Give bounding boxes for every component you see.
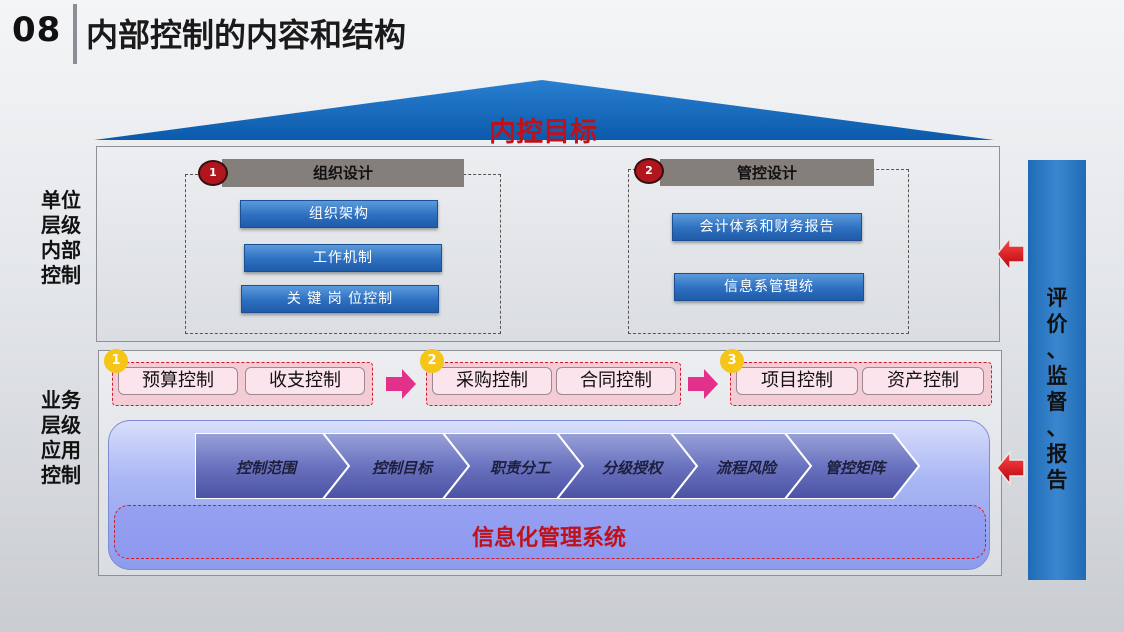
business-label-line: 控制 xyxy=(41,463,81,487)
roof-triangle xyxy=(94,80,994,140)
unit-label-line: 层级 xyxy=(41,213,81,237)
chevron-label-duties: 职责分工 xyxy=(489,459,550,477)
chevron-shape-6 xyxy=(783,433,920,499)
info-system-label: 信息化管理系统 xyxy=(471,526,626,551)
arrow-right-icon xyxy=(386,369,416,399)
business-label-line: 业务 xyxy=(41,388,81,412)
org-item-structure: 组织架构 xyxy=(240,200,438,228)
chevron-shape-4 xyxy=(555,433,699,499)
pill-procurement-control: 采购控制 xyxy=(432,367,552,395)
unit-label-line: 单位 xyxy=(41,188,81,212)
control-item-accounting: 会计体系和财务报告 xyxy=(672,213,862,241)
evaluation-bar xyxy=(1028,160,1086,580)
group-1-number: 1 xyxy=(104,349,128,373)
control-design-box xyxy=(628,169,909,334)
header-divider xyxy=(73,4,77,64)
chevron-label-authorization: 分级授权 xyxy=(601,459,662,477)
group-3-number: 3 xyxy=(720,349,744,373)
org-design-header: 组织设计 xyxy=(222,159,464,187)
control-design-number: 2 xyxy=(634,158,664,184)
business-label-line: 层级 xyxy=(41,413,81,437)
business-label-line: 应用 xyxy=(41,438,81,462)
evaluation-label: 评 价 、 监 督 、 报 告 xyxy=(1046,286,1068,492)
business-level-label: 业务 层级 应用 控制 xyxy=(36,388,86,488)
pill-budget-control: 预算控制 xyxy=(118,367,238,395)
org-design-number: 1 xyxy=(198,160,228,186)
chevron-label-process-risk: 流程风险 xyxy=(715,459,776,477)
chevron-shape-3 xyxy=(441,433,585,499)
process-chevrons xyxy=(195,433,920,499)
control-item-info-system: 信息系管理统 xyxy=(674,273,864,301)
arrow-right-icon xyxy=(688,369,718,399)
pill-income-expense-control: 收支控制 xyxy=(245,367,365,395)
info-system-box xyxy=(114,505,986,559)
unit-label-line: 控制 xyxy=(41,263,81,287)
org-item-mechanism: 工作机制 xyxy=(244,244,442,272)
control-design-header: 管控设计 xyxy=(660,159,874,186)
pill-project-control: 项目控制 xyxy=(736,367,858,395)
roof-label: 内控目标 xyxy=(489,117,597,148)
chevron-label-objective: 控制目标 xyxy=(371,459,432,477)
org-item-key-post: 关 键 岗 位控制 xyxy=(241,285,439,313)
unit-level-label: 单位 层级 内部 控制 xyxy=(36,188,86,288)
arrow-left-icon xyxy=(996,236,1025,272)
chevron-shape-5 xyxy=(669,433,813,499)
section-number: 08 xyxy=(12,10,62,50)
group-2-number: 2 xyxy=(420,349,444,373)
arrow-left-icon xyxy=(996,450,1025,486)
chevron-label-scope: 控制范围 xyxy=(235,459,296,477)
chevron-shape-2 xyxy=(321,433,471,499)
pill-asset-control: 资产控制 xyxy=(862,367,984,395)
chevron-label-control-matrix: 管控矩阵 xyxy=(824,459,885,477)
unit-label-line: 内部 xyxy=(41,238,81,262)
pill-contract-control: 合同控制 xyxy=(556,367,676,395)
page-title: 内部控制的内容和结构 xyxy=(86,16,407,54)
